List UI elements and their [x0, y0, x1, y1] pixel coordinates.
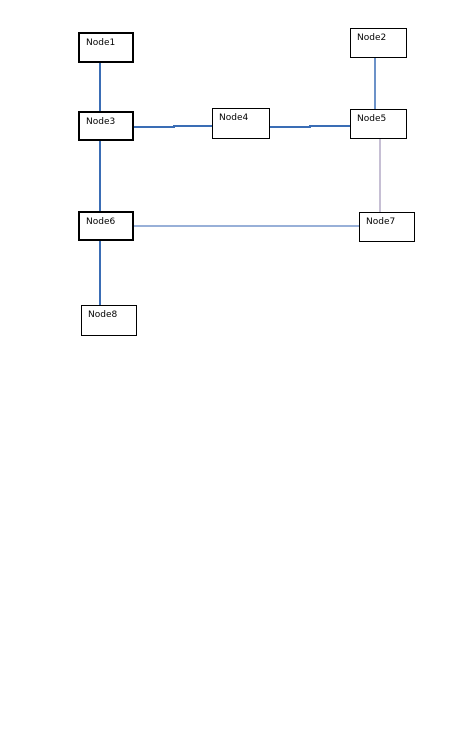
node-8[interactable]: Node8: [81, 305, 137, 336]
node-1[interactable]: Node1: [78, 32, 134, 63]
edge-node3-node4: [134, 125, 212, 128]
node-4-label: Node4: [219, 113, 249, 123]
node-6-label: Node6: [86, 217, 116, 227]
node-2-label: Node2: [357, 33, 387, 43]
node-8-label: Node8: [88, 310, 118, 320]
node-5-label: Node5: [357, 114, 387, 124]
node-7[interactable]: Node7: [359, 212, 415, 242]
edge-node4-node5: [270, 125, 350, 128]
node-4[interactable]: Node4: [212, 108, 270, 139]
node-3-label: Node3: [86, 117, 116, 127]
node-3[interactable]: Node3: [78, 111, 134, 141]
node-1-label: Node1: [86, 38, 116, 48]
node-2[interactable]: Node2: [350, 28, 407, 58]
node-5[interactable]: Node5: [350, 109, 407, 139]
node-7-label: Node7: [366, 217, 396, 227]
node-6[interactable]: Node6: [78, 211, 134, 241]
